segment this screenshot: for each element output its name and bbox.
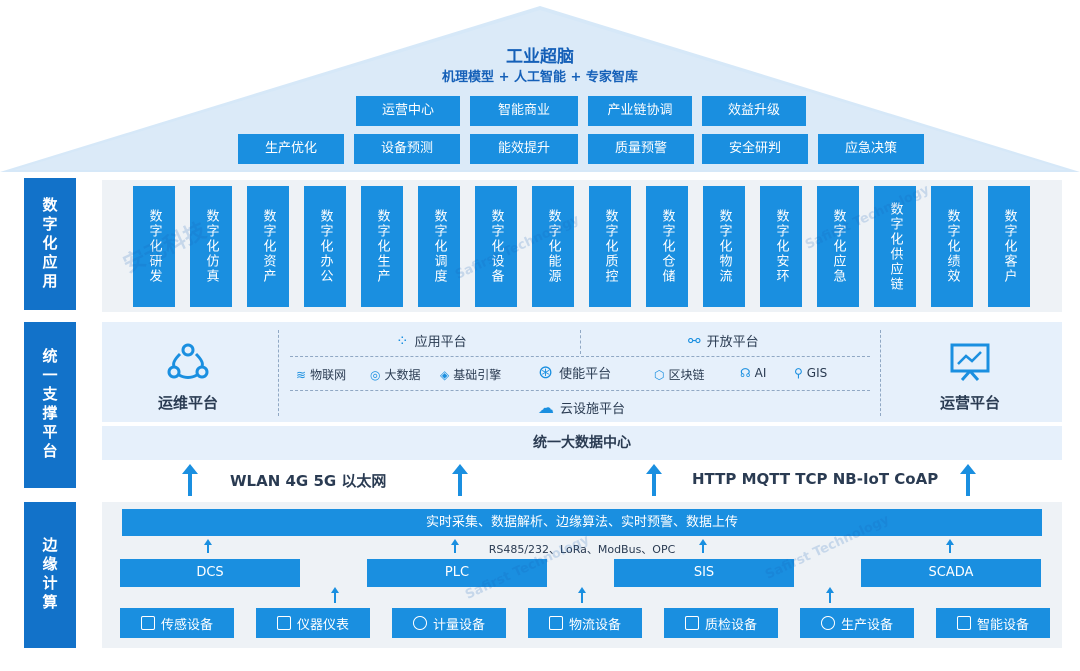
device-instrument: 仪器仪表 xyxy=(256,608,370,638)
app-column: 数字化质控 xyxy=(589,186,631,307)
engine-icon: ◈ xyxy=(440,367,450,382)
device-logistics: 物流设备 xyxy=(528,608,642,638)
network-right: HTTP MQTT TCP NB-IoT CoAP xyxy=(692,470,939,488)
layer-label-edge: 边缘计算 xyxy=(24,502,76,648)
open-platform: ⚯ 开放平台 xyxy=(688,331,759,351)
roof-item: 效益升级 xyxy=(702,96,806,126)
edge-function-bar: 实时采集、数据解析、边缘算法、实时预警、数据上传 xyxy=(122,509,1042,536)
device-inspection: 质检设备 xyxy=(664,608,778,638)
sensor-icon xyxy=(140,616,155,630)
truck-icon xyxy=(548,616,563,630)
device-smart: 智能设备 xyxy=(936,608,1050,638)
app-column: 数字化仿真 xyxy=(190,186,232,307)
item-engine: ◈基础引擎 xyxy=(440,367,502,383)
divider xyxy=(880,330,881,416)
blockchain-icon: ⬡ xyxy=(654,367,665,382)
item-blockchain: ⬡区块链 xyxy=(654,367,705,383)
network-left: WLAN 4G 5G 以太网 xyxy=(230,472,387,490)
app-column: 数字化研发 xyxy=(133,186,175,307)
production-icon xyxy=(820,616,835,630)
enable-icon: ⊛ xyxy=(538,362,554,383)
layer-label-support: 统一支撑平台 xyxy=(24,322,76,488)
app-column: 数字化办公 xyxy=(304,186,346,307)
roof-title: 工业超脑 xyxy=(506,47,574,67)
edge-arrows xyxy=(204,539,954,603)
network-arrows xyxy=(182,464,976,496)
divider xyxy=(278,330,279,416)
system-plc: PLC xyxy=(367,559,547,587)
bigdata-center: 统一大数据中心 xyxy=(102,426,1062,460)
roof-item: 生产优化 xyxy=(238,134,344,164)
app-column: 数字化客户 xyxy=(988,186,1030,307)
roof-item: 产业链协调 xyxy=(588,96,692,126)
operation-platform-icon xyxy=(950,343,990,381)
iot-icon: ≋ xyxy=(296,367,307,382)
app-column: 数字化绩效 xyxy=(931,186,973,307)
cloud-icon: ☁ xyxy=(538,398,554,417)
roof-item: 运营中心 xyxy=(356,96,460,126)
roof-item: 安全研判 xyxy=(702,134,808,164)
app-platform: ⁘ 应用平台 xyxy=(396,331,467,351)
roof-item: 应急决策 xyxy=(818,134,924,164)
device-sensor: 传感设备 xyxy=(120,608,234,638)
bigdata-icon: ◎ xyxy=(370,367,381,382)
roof-subtitle: 机理模型 + 人工智能 + 专家智库 xyxy=(442,70,638,85)
app-column: 数字化安环 xyxy=(760,186,802,307)
cloud-platform: ☁云设施平台 xyxy=(538,398,626,417)
app-column: 数字化能源 xyxy=(532,186,574,307)
operation-platform-label: 运营平台 xyxy=(939,394,1000,412)
app-column: 数字化调度 xyxy=(418,186,460,307)
roof-shape xyxy=(0,6,1080,172)
app-column: 数字化物流 xyxy=(703,186,745,307)
gauge-icon xyxy=(412,616,427,630)
ai-icon: ☊ xyxy=(740,366,751,380)
smart-device-icon xyxy=(956,616,971,630)
enable-platform: ⊛使能平台 xyxy=(538,362,612,383)
inspection-icon xyxy=(684,616,699,630)
item-bigdata: ◎大数据 xyxy=(370,367,421,383)
app-column: 数字化仓储 xyxy=(646,186,688,307)
system-sis: SIS xyxy=(614,559,794,587)
roof-item: 能效提升 xyxy=(470,134,578,164)
ops-platform-icon xyxy=(167,343,209,379)
divider xyxy=(580,330,581,354)
roof-item: 智能商业 xyxy=(470,96,578,126)
system-dcs: DCS xyxy=(120,559,300,587)
share-icon: ⚯ xyxy=(688,331,701,350)
gis-icon: ⚲ xyxy=(794,366,803,380)
item-gis: ⚲GIS xyxy=(794,366,828,380)
app-column: 数字化生产 xyxy=(361,186,403,307)
divider xyxy=(290,390,870,391)
grid-icon: ⁘ xyxy=(396,331,409,350)
protocols: RS485/232、LoRa、ModBus、OPC xyxy=(488,543,676,556)
app-column: 数字化应急 xyxy=(817,186,859,307)
app-column: 数字化资产 xyxy=(247,186,289,307)
roof-item: 质量预警 xyxy=(588,134,694,164)
app-column: 数字化设备 xyxy=(475,186,517,307)
layer-label-app: 数字化应用 xyxy=(24,178,76,310)
device-metering: 计量设备 xyxy=(392,608,506,638)
system-scada: SCADA xyxy=(861,559,1041,587)
app-column: 数字化供应链 xyxy=(874,186,916,307)
instrument-icon xyxy=(276,616,291,630)
divider xyxy=(290,356,870,357)
device-production: 生产设备 xyxy=(800,608,914,638)
item-iot: ≋物联网 xyxy=(296,367,347,383)
item-ai: ☊AI xyxy=(740,366,767,380)
ops-platform-label: 运维平台 xyxy=(157,394,218,412)
roof-item: 设备预测 xyxy=(354,134,460,164)
support-box xyxy=(102,322,1062,422)
